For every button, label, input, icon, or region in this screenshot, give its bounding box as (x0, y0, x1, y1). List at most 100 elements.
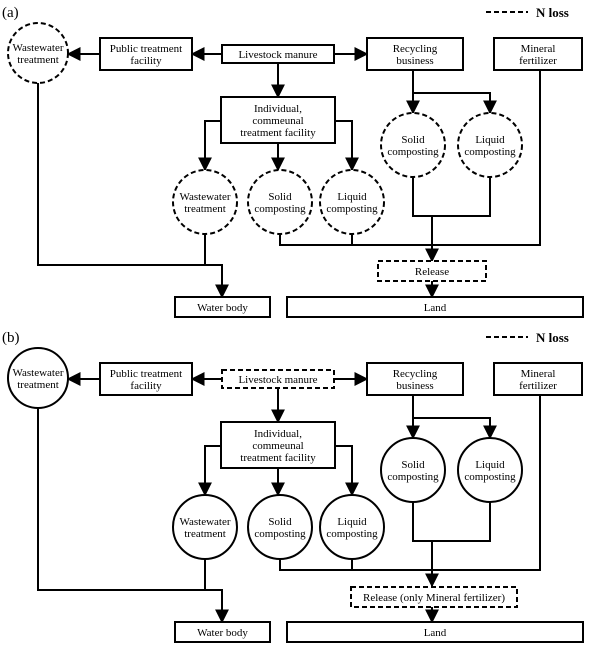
node-shape (220, 421, 336, 469)
node-shape (319, 169, 385, 235)
edge-solid-r-to-land (412, 502, 432, 542)
edge-mineral-to-land (432, 395, 541, 571)
node-release: Release (only Mineral fertilizer) (350, 586, 518, 608)
node-shape (366, 362, 464, 396)
node-shape (99, 362, 193, 396)
panel-label: (b) (2, 330, 20, 346)
node-label: Release (only Mineral fertilizer) (363, 592, 505, 604)
node-water: Water body (174, 621, 271, 643)
legend-label: N loss (536, 5, 569, 20)
node-shape (172, 169, 238, 235)
node-manure: Livestock manure (221, 369, 335, 389)
node-shape (247, 494, 313, 560)
edge-wastewater-to-water (37, 83, 229, 299)
node-manure: Livestock manure (221, 44, 335, 64)
node-shape (286, 621, 584, 643)
node-shape (174, 296, 271, 318)
node-shape (319, 494, 385, 560)
edge-solid-mid-to-land (279, 559, 432, 571)
node-label: Water body (197, 302, 248, 314)
node-label: Water body (197, 627, 248, 639)
node-shape (286, 296, 584, 318)
node-label: Livestock manure (238, 374, 317, 386)
node-shape (99, 37, 193, 71)
edge-individual-to-liquid (335, 120, 359, 172)
edge-individual-to-liquid (335, 445, 359, 497)
node-label: Land (424, 302, 447, 314)
edge-individual-to-wastewater (198, 120, 221, 172)
edge-solid-r-to-land (412, 177, 432, 217)
node-water: Water body (174, 296, 271, 318)
node-land: Land (286, 621, 584, 643)
edge-liquid-r-to-land (432, 502, 491, 542)
node-shape (380, 437, 446, 503)
edge-mineral-to-land (432, 70, 541, 246)
node-shape (220, 96, 336, 144)
node-shape (221, 369, 335, 389)
edge-liquid-r-to-land (432, 177, 491, 217)
node-shape (221, 44, 335, 64)
panel-label: (a) (2, 5, 19, 21)
node-shape (493, 37, 583, 71)
node-shape (377, 260, 487, 282)
edge-wastewater-to-water (37, 408, 229, 624)
node-shape (366, 37, 464, 71)
node-shape (493, 362, 583, 396)
node-shape (247, 169, 313, 235)
node-shape (7, 22, 69, 84)
node-shape (7, 347, 69, 409)
node-shape (457, 112, 523, 178)
node-shape (350, 586, 518, 608)
legend-label: N loss (536, 330, 569, 345)
node-shape (174, 621, 271, 643)
edge-solid-mid-to-land (279, 234, 432, 246)
node-label: Livestock manure (238, 49, 317, 61)
node-land: Land (286, 296, 584, 318)
node-label: Land (424, 627, 447, 639)
node-label: Release (415, 266, 449, 278)
node-shape (172, 494, 238, 560)
edge-individual-to-wastewater (198, 445, 221, 497)
edge-recycling-to-liquid (413, 92, 497, 115)
node-release: Release (377, 260, 487, 282)
